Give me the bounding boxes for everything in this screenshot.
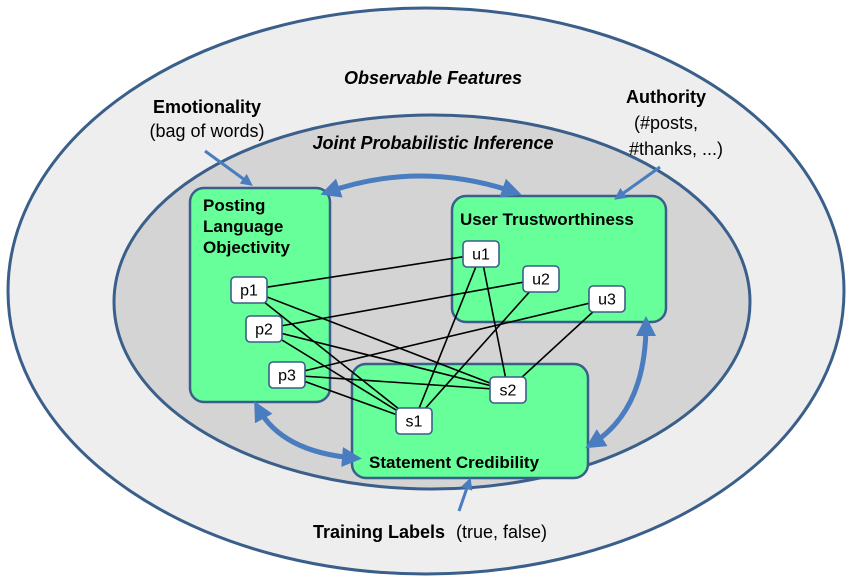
edge-p2-s1 (263, 328, 415, 422)
node-p3-label: p3 (278, 368, 296, 385)
node-u3-box (588, 285, 626, 313)
nodes-layer: p1 p2 p3 u1 u2 u3 s1 s2 (230, 240, 626, 435)
emotionality-title: Emotionality (153, 97, 261, 117)
edge-p1-u1 (248, 253, 482, 291)
edge-u2-s1 (413, 278, 542, 422)
emotionality-arrow (204, 149, 253, 186)
node-u3: u3 (588, 285, 626, 313)
node-s2-box (489, 376, 527, 404)
arrow-user-statement (585, 316, 656, 449)
node-p1: p1 (230, 276, 268, 304)
node-s1-label: s1 (406, 414, 423, 431)
node-u1: u1 (462, 240, 500, 268)
node-p1-box (230, 276, 268, 304)
node-u1-label: u1 (472, 247, 490, 264)
node-u3-label: u3 (598, 292, 616, 309)
node-u2: u2 (522, 265, 560, 293)
edge-u1-s1 (413, 253, 482, 422)
edge-p2-u2 (263, 278, 542, 330)
authority-arrow (614, 165, 661, 200)
edges-layer (248, 253, 608, 422)
edge-p1-s2 (248, 289, 509, 391)
posting-title-line-2: Language (203, 217, 283, 236)
authority-detail-1: (#posts, (634, 113, 698, 133)
training-labels-annotation: Training Labels (true, false) (313, 522, 547, 542)
node-s2: s2 (489, 376, 527, 404)
observable-features-title: Observable Features (344, 68, 522, 88)
edge-p1-s1 (248, 289, 415, 422)
training-labels-title: Training Labels (313, 522, 445, 542)
node-u2-label: u2 (532, 272, 550, 289)
node-p3: p3 (268, 361, 306, 389)
edge-p2-s2 (263, 328, 509, 391)
node-u2-box (522, 265, 560, 293)
edge-p3-s1 (286, 374, 415, 422)
posting-title-line-3: Objectivity (203, 238, 290, 257)
node-s2-label: s2 (500, 383, 517, 400)
training-labels-arrow (457, 477, 473, 512)
emotionality-detail: (bag of words) (149, 121, 264, 141)
node-p2-label: p2 (255, 322, 273, 339)
edge-p3-s2 (286, 374, 509, 391)
user-trustworthiness-title: User Trustworthiness (460, 210, 634, 229)
authority-title: Authority (626, 87, 706, 107)
node-p2-box (245, 315, 283, 343)
node-s1: s1 (395, 407, 433, 435)
training-labels-detail: (true, false) (456, 522, 547, 542)
edge-u3-s2 (507, 298, 608, 391)
joint-inference-title: Joint Probabilistic Inference (312, 133, 553, 153)
node-u1-box (462, 240, 500, 268)
node-p1-label: p1 (240, 283, 258, 300)
authority-detail-2: #thanks, ...) (629, 139, 723, 159)
statement-credibility-title: Statement Credibility (369, 453, 540, 472)
posting-title-line-1: Posting (203, 196, 265, 215)
node-p2: p2 (245, 315, 283, 343)
node-s1-box (395, 407, 433, 435)
arrow-posting-statement (254, 400, 362, 467)
arrow-posting-user (320, 173, 522, 198)
edge-u1-s2 (480, 253, 509, 391)
node-p3-box (268, 361, 306, 389)
